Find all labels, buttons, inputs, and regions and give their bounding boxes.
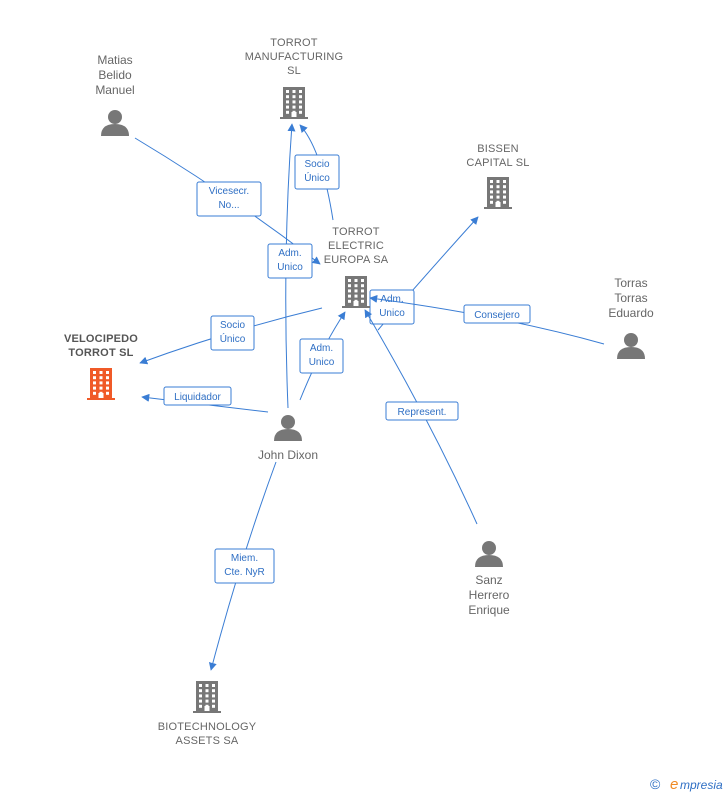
edge-label-box[interactable]: Liquidador [163, 386, 232, 406]
node-label: Belido [98, 68, 132, 82]
edge-label-text: Unico [379, 308, 405, 319]
edge-label-box[interactable]: Miem. Cte. NyR [214, 548, 275, 584]
node-label: SL [287, 65, 301, 77]
edge-label-text: Único [220, 332, 246, 345]
footer-brand[interactable]: © e mpresia [650, 776, 723, 793]
edge-label-box[interactable]: Vicesecr. No... [196, 181, 262, 217]
edge-label-text: Unico [277, 262, 303, 273]
brand-initial: e [670, 776, 678, 793]
node-label: MANUFACTURING [245, 51, 344, 63]
node-label: Herrero [469, 588, 510, 602]
edge-label-frame [163, 386, 232, 406]
person-icon [617, 333, 645, 359]
building-icon [484, 177, 512, 209]
node-label: Matias [97, 53, 132, 67]
edges-layer: Vicesecr.No...SocioÚnicoAdm.UnicoSocioÚn… [134, 123, 605, 671]
node-bissen[interactable]: BISSEN CAPITAL SL [466, 143, 529, 209]
edge-dixon_velocipedo: Liquidador [141, 386, 269, 413]
copyright-symbol: © [650, 776, 661, 792]
edge-ee_bissen: Adm. Unico [369, 216, 479, 331]
edge-label-frame [210, 315, 255, 351]
node-label: Manuel [95, 83, 134, 97]
node-label: TORROT [270, 37, 318, 49]
edge-label-text: Adm. [278, 248, 301, 259]
node-label: Torras [614, 276, 647, 290]
node-label: TORROT [332, 226, 380, 238]
edge-dixon_ee: Adm. Unico [299, 311, 346, 401]
edge-label-text: Cte. NyR [224, 567, 265, 578]
node-label: Enrique [468, 603, 510, 617]
edge-label-text: Adm. [380, 294, 403, 305]
node-torrot_ee[interactable]: TORROT ELECTRIC EUROPA SA [324, 226, 389, 308]
person-icon [475, 541, 503, 567]
node-label: ELECTRIC [328, 240, 384, 252]
node-label: Torras [614, 291, 647, 305]
edge-label-box[interactable]: Adm. Unico [369, 289, 415, 325]
node-label: John Dixon [258, 448, 318, 462]
nodes-layer: MatiasBelidoManuelTORROTMANUFACTURINGSLB… [64, 37, 654, 747]
edge-label-text: Represent. [398, 407, 447, 418]
node-velocipedo[interactable]: VELOCIPEDO TORROT SL [64, 333, 138, 400]
node-label: ASSETS SA [176, 735, 239, 747]
edge-label-text: Vicesecr. [209, 186, 249, 197]
edge-sanz_ee: Represent. [364, 309, 478, 525]
edge-dixon_biotech: Miem. Cte. NyR [208, 461, 277, 671]
edge-label-frame [267, 243, 313, 279]
edge-label-frame [385, 401, 459, 421]
person-icon [101, 110, 129, 136]
edge-label-frame [463, 304, 531, 324]
edge-label-box[interactable]: Represent. [385, 401, 459, 421]
edge-label-text: Liquidador [174, 392, 221, 403]
edge-dixon_mfg: Adm. Unico [267, 123, 313, 409]
building-icon [342, 276, 370, 308]
node-label: BISSEN [477, 143, 519, 155]
edge-label-box[interactable]: Consejero [463, 304, 531, 324]
edge-label-frame [196, 181, 262, 217]
building-icon [193, 681, 221, 713]
edge-label-frame [214, 548, 275, 584]
node-label: BIOTECHNOLOGY [158, 721, 257, 733]
edge-label-text: No... [218, 200, 239, 211]
edge-label-frame [299, 338, 344, 374]
node-label: VELOCIPEDO [64, 333, 138, 345]
node-biotech[interactable]: BIOTECHNOLOGY ASSETS SA [158, 681, 257, 747]
node-label: Sanz [475, 573, 502, 587]
edge-torras_ee: Consejero [369, 294, 605, 345]
building-icon [280, 87, 308, 119]
edge-label-text: Socio [304, 159, 329, 170]
node-label: Eduardo [608, 306, 654, 320]
node-torrot_mfg[interactable]: TORROT MANUFACTURING SL [245, 37, 344, 119]
brand-name: mpresia [680, 778, 723, 792]
edge-label-text: Único [304, 171, 330, 184]
edge-label-box[interactable]: Adm. Unico [267, 243, 313, 279]
edge-label-text: Socio [220, 320, 245, 331]
node-label: EUROPA SA [324, 254, 389, 266]
person-icon [274, 415, 302, 441]
edge-label-text: Adm. [310, 343, 333, 354]
building-icon [87, 368, 115, 400]
node-label: CAPITAL SL [466, 157, 529, 169]
edge-label-frame [294, 154, 340, 190]
node-label: TORROT SL [68, 347, 133, 359]
edge-label-box[interactable]: Adm. Unico [299, 338, 344, 374]
edge-label-text: Miem. [231, 553, 258, 564]
edge-label-text: Unico [309, 357, 335, 368]
edge-label-text: Consejero [474, 310, 520, 321]
node-dixon[interactable]: John Dixon [258, 415, 318, 462]
